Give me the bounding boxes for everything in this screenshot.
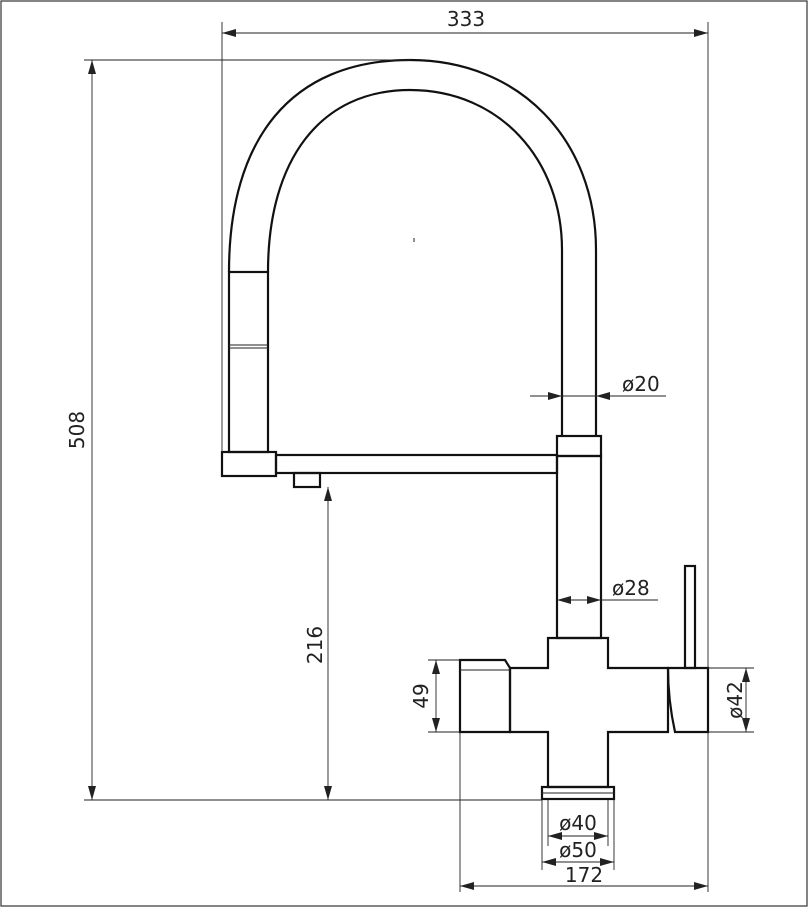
label-overall-width: 333 [447,7,485,31]
aerator-nozzle [292,471,322,489]
dim-overall-width: 333 [221,7,709,668]
label-hose-diameter: ø20 [622,372,660,396]
dim-body-diameter: ø28 [557,576,658,604]
spray-head-cap [220,450,278,478]
label-handle-height: 49 [409,683,433,708]
right-handle [666,666,710,734]
label-body-width: 172 [565,863,603,887]
body-column [555,454,603,640]
dim-body-width: 172 [459,732,709,892]
dim-base-inner-diameter: ø40 [547,800,609,846]
spray-head [227,270,270,454]
label-base-inner-diameter: ø40 [559,811,597,835]
dim-spout-height: 216 [303,487,332,800]
label-right-handle-diameter: ø42 [723,681,747,719]
dim-base-outer-diameter: ø50 [541,800,615,870]
label-body-diameter: ø28 [612,576,650,600]
right-lever-stem [683,564,697,670]
label-overall-height: 508 [65,411,89,449]
gooseneck-inner [266,88,564,436]
dim-right-handle-diameter: ø42 [708,667,754,733]
label-spout-height: 216 [303,626,327,664]
gooseneck-outer [227,58,598,436]
spout-arm [274,453,559,475]
dim-overall-height: 508 [65,59,542,801]
dim-handle-height: 49 [409,659,460,733]
label-base-outer-diameter: ø50 [559,838,597,862]
cross-body [508,636,670,789]
faucet-outline [220,58,710,801]
swivel-collar [555,434,603,458]
left-handle [458,658,512,734]
dim-hose-diameter: ø20 [530,372,666,400]
